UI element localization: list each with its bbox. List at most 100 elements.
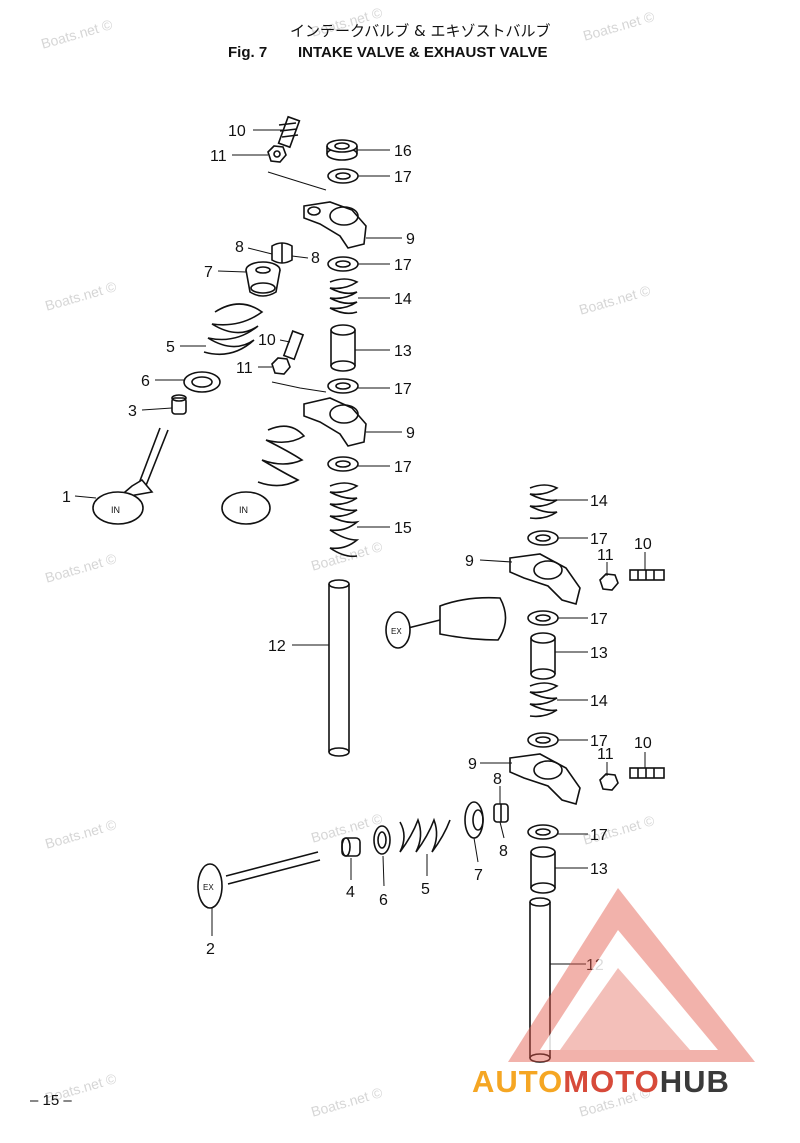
callout-8: 8 — [499, 843, 508, 860]
callout-10: 10 — [634, 735, 652, 752]
lock-nut — [271, 357, 291, 375]
callout-10: 10 — [634, 536, 652, 553]
callout-9: 9 — [406, 425, 415, 442]
callout-6: 6 — [141, 373, 150, 390]
cotter-8 — [493, 803, 509, 823]
callout-2: 2 — [206, 941, 215, 958]
callout-17: 17 — [590, 531, 608, 548]
callout-11: 11 — [597, 746, 614, 763]
callout-3: 3 — [128, 403, 137, 420]
brand-logo-mark — [508, 888, 755, 1062]
figure-title: INTAKE VALVE & EXHAUST VALVE — [298, 44, 548, 61]
callout-9: 9 — [468, 756, 477, 773]
lock-nut — [267, 145, 287, 163]
intake-valve-label: IN — [239, 505, 248, 515]
spring-retainer-7 — [464, 801, 484, 839]
spring-14 — [529, 682, 559, 718]
callout-6: 6 — [379, 892, 388, 909]
callout-13: 13 — [394, 343, 412, 360]
callout-13: 13 — [590, 645, 608, 662]
adjusting-screw — [629, 569, 665, 581]
callout-16: 16 — [394, 143, 412, 160]
callout-9: 9 — [465, 553, 474, 570]
adjusting-screw — [629, 767, 665, 779]
seal-6 — [183, 371, 221, 393]
figure-title-japanese: インテークバルブ & エキゾストバルブ — [290, 22, 551, 40]
callout-17: 17 — [590, 611, 608, 628]
callout-11: 11 — [210, 148, 227, 165]
sleeve-13 — [530, 846, 556, 894]
callout-11: 11 — [597, 547, 614, 564]
valve-seal-4 — [341, 837, 361, 857]
spring-14 — [329, 278, 359, 315]
brand-part-moto: MOTO — [563, 1064, 660, 1099]
brand-logo-text: AUTOMOTOHUB — [472, 1064, 730, 1100]
callout-10: 10 — [258, 332, 276, 349]
callout-14: 14 — [590, 693, 608, 710]
lock-nut — [599, 773, 619, 791]
callout-13: 13 — [590, 861, 608, 878]
push-rod-12 — [328, 579, 350, 757]
rocker-arm — [509, 753, 581, 805]
adjusting-screw — [277, 115, 301, 149]
callout-5: 5 — [166, 339, 175, 356]
callout-1: 1 — [62, 489, 71, 506]
assembled-exhaust-valve — [385, 596, 507, 649]
valve-spring-5 — [399, 817, 451, 853]
callout-10: 10 — [228, 123, 246, 140]
callout-14: 14 — [590, 493, 608, 510]
adjusting-screw — [282, 330, 305, 361]
push-rod-12 — [529, 897, 551, 1063]
callout-4: 4 — [346, 884, 355, 901]
rocker-arm — [303, 397, 367, 447]
callout-8: 8 — [493, 771, 502, 788]
washer-17 — [527, 732, 559, 748]
intake-valve — [92, 427, 169, 525]
callout-17: 17 — [394, 257, 412, 274]
callout-15: 15 — [394, 520, 412, 537]
callout-9: 9 — [406, 231, 415, 248]
washer-17 — [527, 530, 559, 546]
brand-part-hub: HUB — [659, 1064, 730, 1099]
callout-17: 17 — [394, 381, 412, 398]
exhaust-valve — [197, 851, 321, 909]
valve-seal-3 — [171, 394, 187, 415]
callout-7: 7 — [204, 264, 213, 281]
washer-17 — [527, 824, 559, 840]
seal-6 — [373, 825, 391, 855]
sleeve-13 — [330, 324, 356, 372]
rocker-arm — [303, 201, 367, 249]
washer-16 — [326, 139, 358, 161]
spring-15 — [329, 482, 360, 558]
callout-17: 17 — [394, 459, 412, 476]
callout-17: 17 — [590, 733, 608, 750]
brand-part-auto: AUTO — [472, 1064, 564, 1099]
spring-14 — [529, 484, 559, 520]
callout-7: 7 — [474, 867, 483, 884]
valve-spring-5 — [203, 303, 264, 356]
washer-17 — [327, 378, 359, 394]
callout-12: 12 — [268, 638, 286, 655]
callout-8: 8 — [235, 239, 244, 256]
callout-17: 17 — [590, 827, 608, 844]
callout-17: 17 — [394, 169, 412, 186]
cotter-8 — [271, 242, 293, 264]
intake-valve-label: IN — [111, 505, 120, 515]
spring-retainer-7 — [245, 261, 281, 297]
rocker-arm — [509, 553, 581, 605]
callout-8: 8 — [311, 250, 320, 267]
figure-number: Fig. 7 — [228, 44, 268, 61]
exhaust-valve-label: EX — [203, 883, 214, 892]
sleeve-13 — [530, 632, 556, 680]
callout-5: 5 — [421, 881, 430, 898]
exhaust-valve-label: EX — [391, 627, 402, 636]
lock-nut — [599, 573, 619, 591]
washer-17 — [327, 456, 359, 472]
assembled-intake-valve — [221, 425, 306, 525]
callout-14: 14 — [394, 291, 412, 308]
page-number: – 15 – — [30, 1092, 72, 1109]
washer-17 — [327, 168, 359, 184]
washer-17 — [327, 256, 359, 272]
